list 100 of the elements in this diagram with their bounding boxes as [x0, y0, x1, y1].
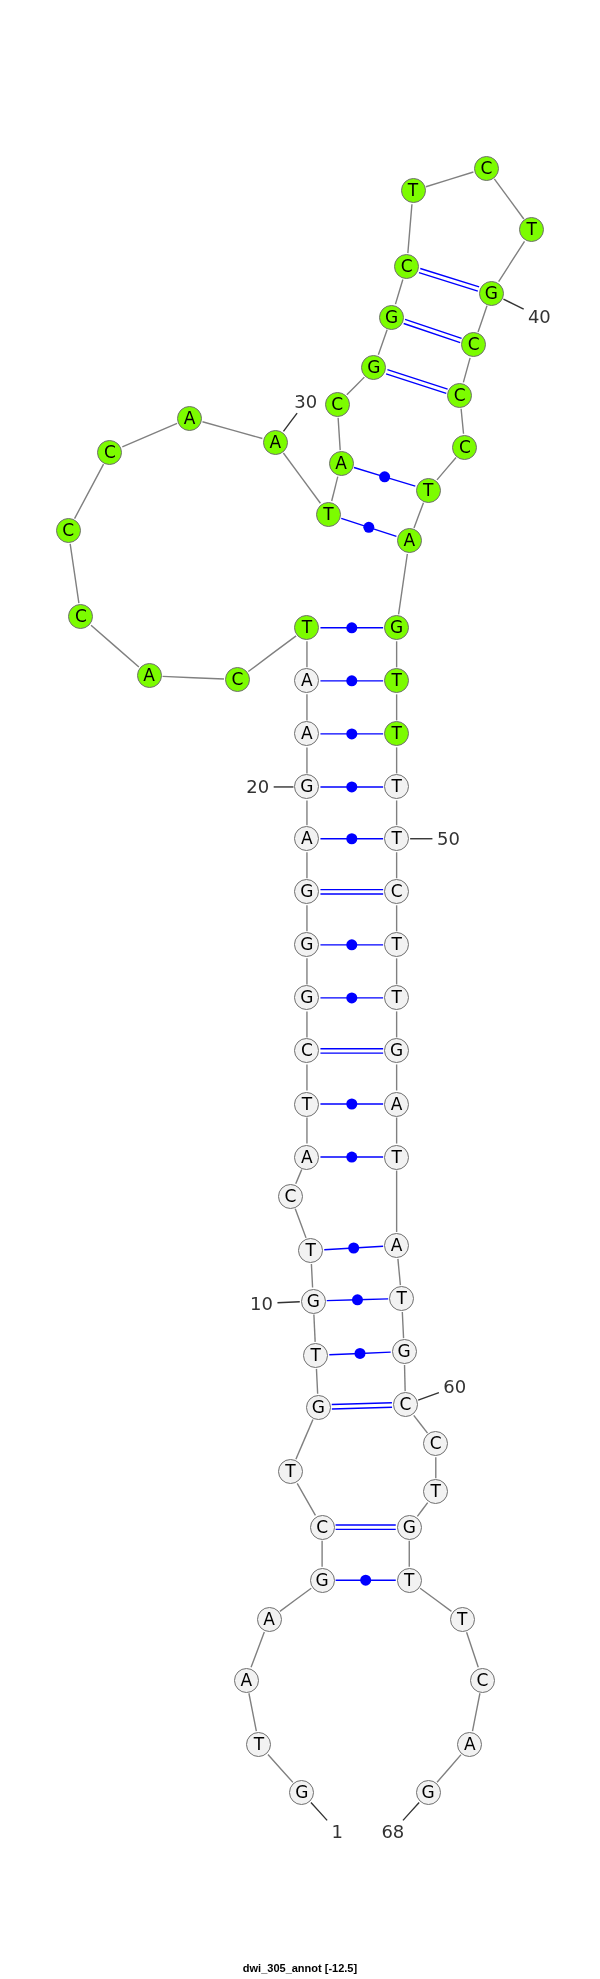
backbone-line: [395, 957, 398, 986]
nucleotide-circle: T: [384, 774, 410, 800]
nucleotide-circle: T: [384, 668, 410, 694]
nucleotide-circle: A: [256, 1606, 282, 1632]
backbone-line: [247, 635, 297, 673]
base-pair-line: [326, 1298, 389, 1302]
backbone-line: [407, 203, 413, 254]
backbone-line: [306, 1010, 308, 1039]
backbone-line: [313, 1313, 316, 1343]
nucleotide-circle: C: [423, 1431, 449, 1457]
base-pair-line: [319, 944, 384, 946]
backbone-line: [306, 1116, 308, 1145]
backbone-line: [395, 640, 398, 669]
backbone-line: [413, 1414, 429, 1434]
backbone-line: [395, 1010, 398, 1039]
position-number: 60: [437, 1377, 472, 1396]
nucleotide-circle: C: [97, 439, 123, 465]
backbone-line: [346, 376, 366, 396]
leader-line: [402, 1801, 420, 1822]
backbone-line: [315, 1368, 319, 1395]
backbone-line: [471, 1692, 481, 1732]
base-pair-line: [319, 838, 384, 840]
nucleotide-circle: A: [384, 1232, 410, 1258]
nucleotide-circle: C: [461, 332, 487, 358]
base-pair-line: [331, 1402, 393, 1410]
leader-line: [502, 298, 525, 310]
backbone-line: [310, 1263, 314, 1289]
nucleotide-circle: G: [294, 932, 320, 958]
backbone-line: [397, 553, 409, 616]
nucleotide-circle: A: [136, 663, 162, 689]
nucleotide-circle: A: [384, 1091, 410, 1117]
backbone-line: [462, 357, 471, 384]
nucleotide-circle: T: [294, 1091, 320, 1117]
backbone-line: [419, 1587, 453, 1613]
nucleotide-circle: G: [300, 1288, 326, 1314]
nucleotide-circle: T: [384, 721, 410, 747]
backbone-line: [436, 456, 457, 481]
nucleotide-circle: G: [294, 774, 320, 800]
base-pair-line: [319, 997, 384, 999]
nucleotide-circle: A: [328, 451, 354, 477]
backbone-line: [493, 178, 525, 220]
nucleotide-circle: C: [324, 391, 350, 417]
base-pair-line: [334, 1524, 397, 1531]
nucleotide-circle: C: [224, 667, 250, 693]
nucleotide-circle: A: [294, 826, 320, 852]
nucleotide-circle: T: [415, 477, 441, 503]
nucleotide-circle: T: [315, 501, 341, 527]
backbone-line: [250, 1631, 265, 1669]
backbone-line: [306, 1063, 308, 1092]
base-pair-line: [319, 733, 384, 735]
base-pair-line: [418, 267, 480, 292]
position-number: 10: [244, 1294, 279, 1313]
backbone-line: [201, 421, 264, 440]
base-pair-line: [319, 680, 384, 682]
backbone-line: [267, 1753, 294, 1784]
backbone-line: [306, 851, 308, 879]
backbone-line: [436, 1753, 462, 1783]
base-pair-line: [319, 1048, 384, 1054]
backbone-line: [121, 422, 178, 448]
backbone-line: [403, 1364, 406, 1392]
nucleotide-circle: T: [423, 1479, 449, 1505]
nucleotide-circle: T: [303, 1342, 329, 1368]
leader-line: [417, 1391, 440, 1401]
nucleotide-circle: T: [389, 1286, 415, 1311]
backbone-line: [321, 1539, 323, 1568]
nucleotide-circle: G: [379, 304, 405, 330]
backbone-line: [377, 329, 388, 356]
backbone-line: [395, 1169, 398, 1233]
backbone-line: [395, 799, 398, 826]
backbone-line: [477, 305, 488, 333]
nucleotide-circle: C: [55, 518, 81, 543]
backbone-line: [397, 1258, 402, 1286]
nucleotide-circle: T: [246, 1731, 272, 1757]
nucleotide-circle: T: [384, 932, 410, 958]
base-pair-line: [319, 1156, 384, 1158]
position-number: 68: [375, 1822, 410, 1841]
backbone-line: [416, 1501, 429, 1518]
backbone-line: [294, 1208, 307, 1239]
base-pair-line: [319, 786, 384, 788]
backbone-line: [395, 851, 398, 879]
nucleotide-circle: A: [294, 668, 320, 694]
position-number: 20: [240, 777, 275, 796]
backbone-line: [73, 463, 105, 520]
nucleotide-circle: G: [294, 879, 320, 905]
nucleotide-circle: A: [233, 1667, 259, 1693]
nucleotide-circle: T: [298, 1238, 324, 1263]
nucleotide-circle: G: [384, 1038, 410, 1064]
backbone-line: [395, 1063, 398, 1092]
nucleotide-circle: G: [289, 1779, 315, 1805]
nucleotide-circle: C: [394, 254, 420, 279]
base-pair-line: [353, 466, 416, 487]
base-pair-line: [328, 1351, 392, 1356]
leader-line: [310, 1801, 328, 1822]
backbone-line: [295, 1168, 303, 1185]
backbone-line: [282, 452, 322, 504]
backbone-line: [306, 957, 308, 986]
nucleotide-circle: G: [361, 355, 387, 381]
backbone-line: [306, 746, 308, 775]
backbone-line: [395, 746, 398, 775]
backbone-line: [295, 1418, 314, 1460]
